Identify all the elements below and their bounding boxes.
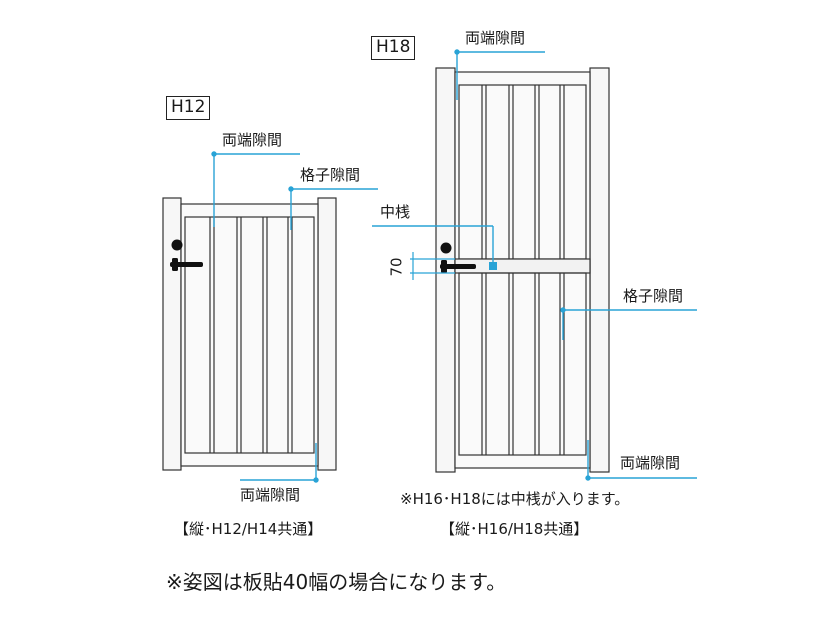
left-gate-latch-post [317,197,337,471]
left-gate-caption: 【縦･H12/H14共通】 [174,520,323,538]
right-gate-caption: 【縦･H16/H18共通】 [440,520,589,538]
dimension-70-lines [410,252,455,280]
left-gate-keyhole [171,239,183,251]
left-gate-lever [170,262,203,267]
right-gate-leader-lines [372,49,697,481]
right-gate [435,67,610,473]
right-gate-keyhole [440,242,452,254]
left-gate-handle [170,239,203,271]
left-gate-frame [180,203,319,467]
left-gate [162,197,337,471]
left-gate-both-end-gap-bottom-label: 両端隙間 [240,486,301,504]
footnote: ※姿図は板貼40幅の場合になります。 [166,570,507,594]
left-gate-hinge-post [162,197,182,471]
right-gate-inner-frame-bottom [458,272,587,456]
left-gate-inner-frame [184,216,315,454]
right-gate-both-end-gap-bottom-label: 両端隙間 [620,454,681,472]
right-gate-slats [481,85,565,455]
right-gate-lever [440,264,476,269]
right-gate-latch-post [589,67,610,473]
right-gate-note: ※H16･H18には中桟が入ります。 [400,490,630,508]
right-gate-both-end-gap-top-label: 両端隙間 [465,29,526,47]
left-gate-leader-lines [211,151,378,483]
left-gate-model-label: H12 [166,96,211,120]
dimension-70-label: 70 [387,257,406,277]
left-gate-lattice-gap-label: 格子隙間 [300,166,361,184]
right-gate-model-label: H18 [371,36,416,60]
right-gate-lattice-gap-label: 格子隙間 [623,287,684,305]
left-gate-both-end-gap-top-label: 両端隙間 [222,131,283,149]
left-gate-slats [209,217,293,453]
right-gate-middle-rail-label: 中桟 [380,203,411,221]
right-gate-handle [440,242,476,273]
